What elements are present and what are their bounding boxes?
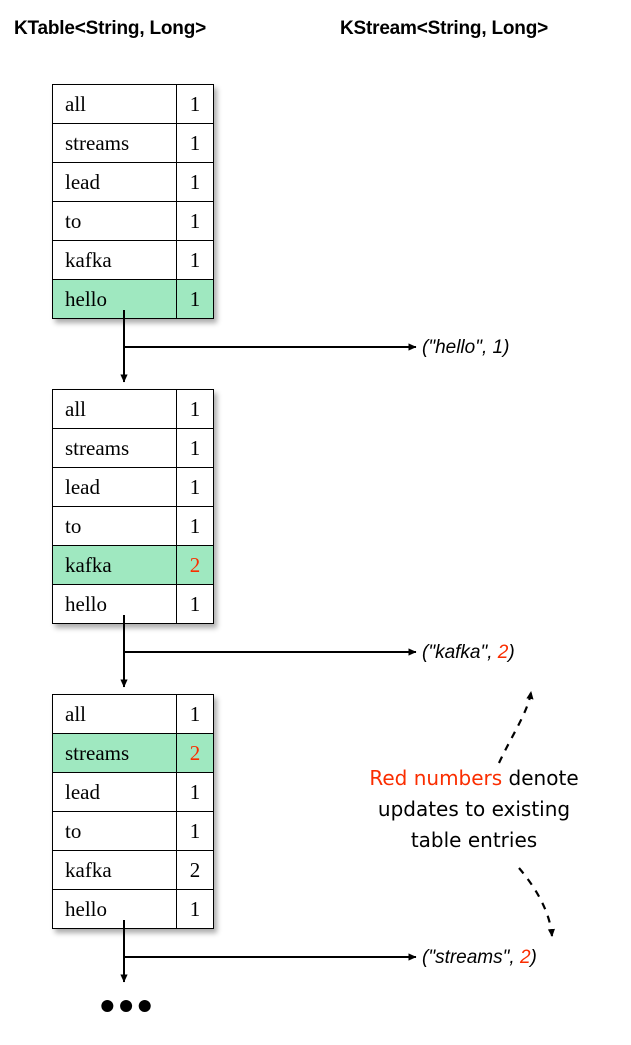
row-value: 1 [176, 162, 214, 202]
stream-record-number: 1 [492, 337, 504, 358]
row-value: 1 [176, 506, 214, 546]
ktable-column-header: KTable<String, Long> [14, 18, 206, 39]
annotation-arrow-down [518, 867, 556, 937]
row-value: 1 [176, 811, 214, 851]
stream-record-streams: ("streams", 2) [422, 947, 537, 969]
row-key: all [52, 694, 177, 734]
row-key: lead [52, 162, 177, 202]
stream-record-prefix: ("hello", [422, 337, 493, 358]
row-key: lead [52, 772, 177, 812]
row-key: streams [52, 428, 177, 468]
row-value: 1 [176, 84, 214, 124]
connector-stage-2 [120, 615, 417, 688]
stream-record-prefix: ("streams", [422, 947, 520, 968]
row-value: 1 [176, 584, 214, 624]
stream-record-suffix: ) [503, 337, 510, 358]
connector-stage-1 [120, 310, 417, 383]
row-key: hello [52, 279, 177, 319]
row-key: hello [52, 584, 177, 624]
row-value: 2 [176, 545, 214, 585]
row-value: 1 [176, 279, 214, 319]
stream-record-number: 2 [497, 642, 509, 663]
row-key: all [52, 84, 177, 124]
row-key: kafka [52, 545, 177, 585]
legend-annotation: Red numbers denote updates to existing t… [348, 763, 600, 856]
annotation-line2: updates to existing [377, 797, 571, 821]
row-value: 1 [176, 389, 214, 429]
annotation-red-phrase: Red numbers [369, 766, 503, 790]
continuation-ellipsis: ••• [100, 982, 157, 1029]
row-key: kafka [52, 240, 177, 280]
row-value: 1 [176, 123, 214, 163]
row-key: streams [52, 123, 177, 163]
row-value: 1 [176, 240, 214, 280]
row-value: 1 [176, 428, 214, 468]
annotation-line1-rest: denote [502, 766, 579, 790]
connector-stage-3 [120, 920, 417, 983]
row-value: 2 [176, 733, 214, 773]
row-key: to [52, 506, 177, 546]
annotation-arrow-up [498, 691, 534, 764]
row-value: 2 [176, 850, 214, 890]
stream-record-hello: ("hello", 1) [422, 337, 509, 359]
row-key: streams [52, 733, 177, 773]
annotation-line3: table entries [410, 828, 538, 852]
stream-record-prefix: ("kafka", [422, 642, 498, 663]
row-value: 1 [176, 772, 214, 812]
row-key: lead [52, 467, 177, 507]
row-key: to [52, 811, 177, 851]
row-value: 1 [176, 889, 214, 929]
row-key: all [52, 389, 177, 429]
row-key: hello [52, 889, 177, 929]
row-value: 1 [176, 201, 214, 241]
row-value: 1 [176, 694, 214, 734]
stream-record-suffix: ) [530, 947, 537, 968]
stream-record-suffix: ) [508, 642, 515, 663]
row-key: to [52, 201, 177, 241]
row-value: 1 [176, 467, 214, 507]
row-key: kafka [52, 850, 177, 890]
kstream-column-header: KStream<String, Long> [340, 18, 549, 39]
stream-record-number: 2 [519, 947, 531, 968]
stream-record-kafka: ("kafka", 2) [422, 642, 515, 664]
